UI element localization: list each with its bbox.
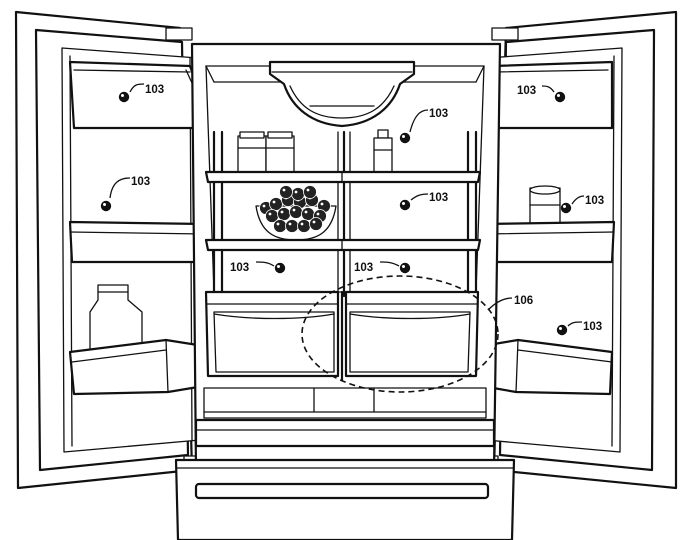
berry: [277, 207, 291, 221]
left-door: [14, 10, 221, 490]
callout-marker-highlight: [402, 265, 405, 268]
callout-right-door-can: 103: [560, 195, 604, 214]
callout-leader-line: [567, 321, 583, 327]
callout-label: 103: [583, 321, 602, 333]
callout-marker-dot: [118, 91, 130, 103]
callout-door-panel-left: 103: [100, 176, 150, 212]
callout-shelf-right-lower: 103: [354, 261, 411, 274]
left-door-lower-bin: [68, 284, 206, 396]
berry-highlight: [276, 222, 280, 226]
callout-crisper-region: 106: [487, 295, 533, 311]
callout-leader-line: [571, 195, 585, 205]
berry-highlight: [300, 222, 304, 226]
callout-shelf-left-lower: 103: [230, 261, 286, 274]
berry-highlight: [304, 210, 308, 214]
callout-marker-dot: [399, 262, 411, 274]
callout-marker-dot: [560, 202, 572, 214]
callout-label: 103: [429, 108, 448, 120]
berry-highlight: [292, 208, 296, 212]
callout-label: 103: [585, 195, 604, 207]
berry: [289, 205, 303, 219]
callout-marker-highlight: [559, 327, 562, 330]
callout-leader-line: [129, 83, 145, 93]
callout-shelf-right-upper: 103: [399, 192, 448, 211]
berry-highlight: [320, 202, 324, 206]
berry: [291, 187, 305, 201]
berry: [273, 219, 287, 233]
callout-label: 106: [514, 295, 533, 307]
callout-marker-highlight: [563, 205, 566, 208]
callout-marker-dot: [100, 200, 112, 212]
bottom-compartments: [194, 387, 496, 448]
callout-marker-dot: [554, 91, 566, 103]
callout-marker-highlight: [103, 203, 106, 206]
callout-label: 103: [354, 262, 373, 274]
berry: [309, 217, 323, 231]
callout-label: 103: [429, 192, 448, 204]
crisper-region-outline: [301, 275, 499, 393]
berry-highlight: [268, 212, 272, 216]
callout-label: 103: [145, 84, 164, 96]
callout-marker-highlight: [121, 94, 124, 97]
berry-highlight: [272, 200, 276, 204]
callout-leader-line: [109, 177, 131, 199]
callout-leader-line: [379, 261, 400, 267]
callout-marker-dot: [399, 199, 411, 211]
upper-shelf: [204, 170, 482, 184]
right-door-top-bin: [482, 60, 614, 130]
berry-highlight: [280, 210, 284, 214]
callout-right-door-lower: 103: [556, 321, 602, 336]
callout-leader-line: [487, 297, 513, 311]
reference-callouts: 103 103 103 103 103 103 103 103 103 106: [100, 83, 604, 336]
middle-shelf: [204, 238, 482, 252]
callout-door-bin-top-left: 103: [118, 83, 164, 103]
fruit-bowl-icon: [255, 185, 337, 241]
callout-marker-highlight: [402, 202, 405, 205]
callout-marker-dot: [274, 262, 286, 274]
berry-highlight: [294, 190, 298, 194]
callout-leader-line: [409, 109, 429, 133]
berry: [303, 185, 317, 199]
right-door-lower-bin: [480, 338, 614, 396]
berry-highlight: [262, 204, 266, 208]
callout-label: 103: [131, 176, 150, 188]
berry: [285, 219, 299, 233]
callout-marker-highlight: [402, 135, 405, 138]
callout-marker-highlight: [277, 265, 280, 268]
left-door-top-bin: [68, 60, 202, 130]
callout-marker-dot: [399, 132, 411, 144]
callout-label: 103: [517, 85, 536, 97]
callout-leader-line: [541, 85, 555, 93]
jar-pair-icon: [237, 131, 295, 173]
callout-marker-dot: [556, 324, 568, 336]
left-door-middle-bin: [68, 220, 206, 264]
light-housing: [268, 60, 416, 128]
callout-label: 103: [230, 262, 249, 274]
berry: [279, 185, 293, 199]
callout-leader-line: [410, 193, 429, 201]
berry-highlight: [316, 212, 320, 216]
berry-highlight: [306, 188, 310, 192]
berry-highlight: [312, 220, 316, 224]
berry-highlight: [282, 188, 286, 192]
callout-leader-line: [255, 261, 275, 267]
right-door: [461, 10, 678, 490]
berry: [297, 219, 311, 233]
callout-marker-highlight: [557, 94, 560, 97]
berry-highlight: [288, 222, 292, 226]
freezer-drawer: [174, 458, 516, 540]
right-door-middle-bin: [480, 220, 616, 264]
crisper-drawers: [204, 290, 480, 382]
callout-door-bin-top-right: 103: [517, 85, 566, 103]
callout-back-wall-top: 103: [399, 108, 448, 144]
